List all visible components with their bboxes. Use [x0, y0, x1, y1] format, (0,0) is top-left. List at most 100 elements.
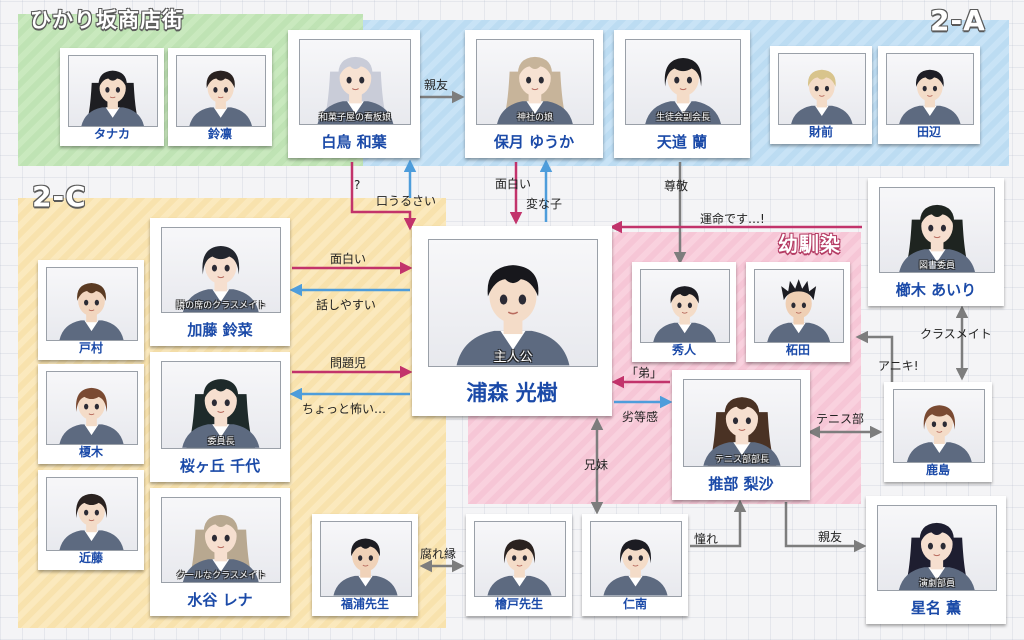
- label-akogare: 憧れ: [694, 532, 719, 546]
- character-portrait-icon: [59, 387, 125, 444]
- card-sakuragaoka[interactable]: 委員長 桜ヶ丘 千代: [150, 352, 290, 482]
- label-mondaiji: 問題児: [330, 356, 367, 370]
- label-unmei: 運命です…!: [700, 212, 765, 226]
- label-hanashiyasui: 話しやすい: [316, 298, 376, 312]
- character-name: 桜ヶ丘 千代: [179, 456, 261, 475]
- label-shinyu-top: 親友: [424, 78, 449, 92]
- label-question: ?: [354, 178, 361, 192]
- portrait-shiratori: 和菓子屋の看板娘: [298, 38, 412, 126]
- character-portrait-icon: [496, 56, 573, 125]
- card-oshibe[interactable]: テニス部部長 推部 梨沙: [672, 370, 810, 500]
- label-kusareen: 腐れ縁: [420, 547, 457, 561]
- card-kondo[interactable]: 近藤: [38, 470, 144, 570]
- character-name: 榎木: [78, 445, 103, 459]
- portrait-takuta: [754, 269, 844, 343]
- character-name: 檜戸先生: [494, 596, 543, 611]
- portrait-kashima: [892, 389, 986, 463]
- label-omoshiroi-top: 面白い: [495, 177, 532, 191]
- character-portrait-icon: [456, 265, 570, 366]
- label-omoshiroi-left: 面白い: [330, 252, 367, 266]
- character-portrait-icon: [487, 539, 553, 596]
- label-kuchiurusai: 口うるさい: [376, 194, 437, 208]
- character-role: テニス部部長: [714, 454, 769, 465]
- label-kyoudai: 兄妹: [584, 458, 609, 472]
- character-portrait-icon: [182, 379, 260, 448]
- character-portrait-icon: [644, 57, 722, 125]
- card-tanaka[interactable]: タナカ: [60, 48, 164, 146]
- character-role: 演劇部員: [918, 579, 955, 590]
- portrait-protagonist: 主人公: [428, 239, 598, 367]
- character-role: 生徒会副会長: [655, 113, 710, 124]
- card-hinokido[interactable]: 檜戸先生: [466, 514, 572, 616]
- character-name: 白鳥 和葉: [321, 132, 387, 151]
- card-hoshina[interactable]: 演劇部員 星名 薫: [866, 496, 1006, 624]
- portrait-fukuura: [320, 521, 412, 597]
- card-shiratori[interactable]: 和菓子屋の看板娘 白鳥 和葉: [288, 30, 420, 158]
- portrait-hideto: [640, 269, 730, 343]
- character-role: 主人公: [493, 349, 533, 365]
- zone-title-childhood-friend: 幼馴染: [778, 232, 841, 256]
- card-zaizen[interactable]: 財前: [770, 46, 872, 144]
- character-role: 和菓子屋の看板娘: [318, 113, 391, 124]
- character-name: 天道 蘭: [656, 132, 708, 151]
- character-name: 推部 梨沙: [708, 474, 774, 493]
- portrait-hozuki: 神社の娘: [476, 38, 594, 126]
- character-portrait-icon: [898, 204, 976, 273]
- card-hozuki[interactable]: 神社の娘 保月 ゆうか: [465, 30, 603, 158]
- character-name: 秀人: [671, 343, 696, 357]
- portrait-ninan: [590, 521, 682, 597]
- card-fukuura[interactable]: 福浦先生: [312, 514, 418, 616]
- portrait-mizutani: クールなクラスメイト: [161, 496, 281, 584]
- character-portrait-icon: [603, 539, 669, 596]
- character-name: 柘田: [785, 343, 810, 357]
- character-portrait-icon: [791, 69, 853, 125]
- character-portrait-icon: [703, 397, 781, 466]
- portrait-zaizen: [778, 52, 866, 126]
- card-enoki[interactable]: 榎木: [38, 364, 144, 464]
- character-name: 近藤: [78, 551, 103, 565]
- label-rettoukan: 劣等感: [622, 410, 659, 424]
- character-role: 図書委員: [918, 261, 955, 272]
- character-portrait-icon: [653, 286, 717, 342]
- portrait-hinokido: [474, 521, 566, 597]
- label-otouto: 「弟」: [626, 366, 663, 380]
- character-name: 財前: [808, 125, 833, 140]
- portrait-kondo: [46, 477, 138, 551]
- character-portrait-icon: [182, 245, 259, 313]
- character-role: 委員長: [207, 436, 235, 447]
- character-portrait-icon: [333, 538, 399, 596]
- character-portrait-icon: [189, 70, 253, 127]
- card-protagonist[interactable]: 主人公 浦森 光樹: [412, 226, 612, 416]
- card-hideto[interactable]: 秀人: [632, 262, 736, 362]
- portrait-tomura: [46, 267, 138, 341]
- character-portrait-icon: [81, 70, 145, 127]
- label-classmate: クラスメイト: [920, 327, 992, 341]
- card-mizutani[interactable]: クールなクラスメイト 水谷 レナ: [150, 488, 290, 616]
- character-portrait-icon: [898, 522, 975, 591]
- portrait-tendo: 生徒会副会長: [624, 38, 742, 126]
- portrait-hoshina: 演劇部員: [877, 504, 997, 592]
- card-rinne[interactable]: 鈴凛: [168, 48, 272, 146]
- card-tomura[interactable]: 戸村: [38, 260, 144, 360]
- portrait-tanabe: [886, 52, 974, 126]
- character-name: 鹿島: [925, 463, 950, 477]
- portrait-kato: 隣の席のクラスメイト: [161, 226, 281, 314]
- card-tanabe[interactable]: 田辺: [878, 46, 980, 144]
- card-takuta[interactable]: 柘田: [746, 262, 850, 362]
- label-chottokowai: ちょっと怖い…: [302, 402, 387, 416]
- card-kushiki[interactable]: 図書委員 櫛木 あいり: [868, 178, 1004, 306]
- character-name: 水谷 レナ: [187, 590, 253, 609]
- character-portrait-icon: [182, 514, 259, 583]
- character-name: 保月 ゆうか: [493, 132, 575, 151]
- character-name: 鈴凛: [207, 127, 232, 142]
- character-portrait-icon: [767, 279, 831, 342]
- character-portrait-icon: [906, 405, 972, 462]
- character-portrait-icon: [59, 283, 125, 340]
- portrait-oshibe: テニス部部長: [683, 379, 801, 467]
- card-tendo[interactable]: 生徒会副会長 天道 蘭: [614, 30, 750, 158]
- card-kato[interactable]: 隣の席のクラスメイト 加藤 鈴菜: [150, 218, 290, 346]
- card-ninan[interactable]: 仁南: [582, 514, 688, 616]
- character-name: 仁南: [622, 596, 647, 611]
- zone-title-shopping-street: ひかり坂商店街: [30, 8, 184, 32]
- card-kashima[interactable]: 鹿島: [884, 382, 992, 482]
